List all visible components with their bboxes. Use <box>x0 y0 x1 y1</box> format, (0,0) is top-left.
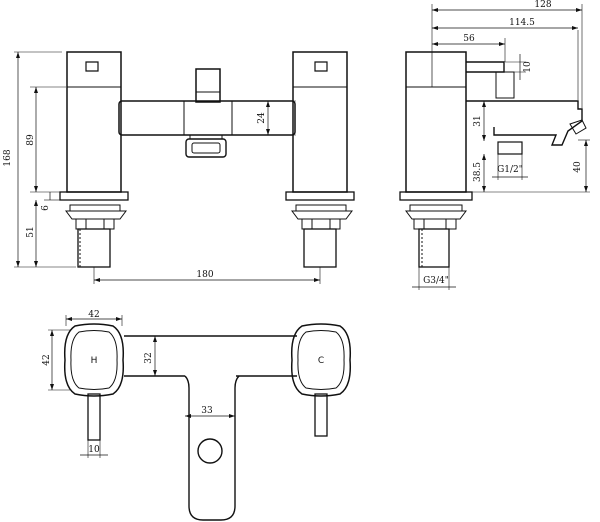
outlet-thread-label: G1/2" <box>497 165 523 175</box>
dim-180-label: 180 <box>196 270 213 280</box>
cold-handle <box>290 323 352 397</box>
dim-51-label: 51 <box>26 226 36 237</box>
outlet-circle <box>197 438 223 464</box>
dim-10-top-label: 10 <box>88 445 100 455</box>
dim-56-label: 56 <box>463 34 475 44</box>
side-view: 128 114.5 56 10 31 38.5 G1/2" 40 <box>399 0 590 290</box>
right-pillar <box>292 51 348 193</box>
top-view: H C 42 42 32 33 10 <box>42 310 352 521</box>
left-shank <box>77 228 111 268</box>
hot-label: H <box>91 356 98 366</box>
diverter-knob <box>195 68 221 103</box>
right-shank <box>303 228 337 268</box>
dim-33-label: 33 <box>201 406 213 416</box>
side-lever <box>466 61 505 73</box>
dim-6-label: 6 <box>41 205 51 211</box>
dim-38-5-label: 38.5 <box>473 162 483 182</box>
cold-lever <box>314 393 328 437</box>
left-pillar-cap-icon <box>85 61 99 72</box>
dim-128-label: 128 <box>534 0 551 10</box>
right-pillar-cap-icon <box>314 61 328 72</box>
left-pillar <box>66 51 122 193</box>
front-view: 168 89 6 51 24 180 <box>3 51 355 284</box>
dim-40-label: 40 <box>573 161 583 173</box>
dim-31-label: 31 <box>473 115 483 126</box>
top-spout <box>184 375 240 521</box>
cold-label: C <box>318 356 324 366</box>
dim-114-5-label: 114.5 <box>509 18 535 28</box>
dim-32-label: 32 <box>144 352 154 363</box>
dim-168-label: 168 <box>3 149 13 166</box>
dim-24-label: 24 <box>257 112 267 124</box>
dim-42-side-label: 42 <box>42 354 52 365</box>
hot-lever <box>87 393 101 441</box>
hot-handle <box>63 323 125 397</box>
side-shank <box>418 228 450 268</box>
dim-89-label: 89 <box>26 134 36 146</box>
side-spout <box>466 100 583 146</box>
outlet <box>185 138 227 158</box>
side-body <box>405 51 467 193</box>
dim-42-top-label: 42 <box>88 310 99 320</box>
dim-10-label: 10 <box>523 61 533 73</box>
inlet-thread-label: G3/4" <box>423 276 449 286</box>
